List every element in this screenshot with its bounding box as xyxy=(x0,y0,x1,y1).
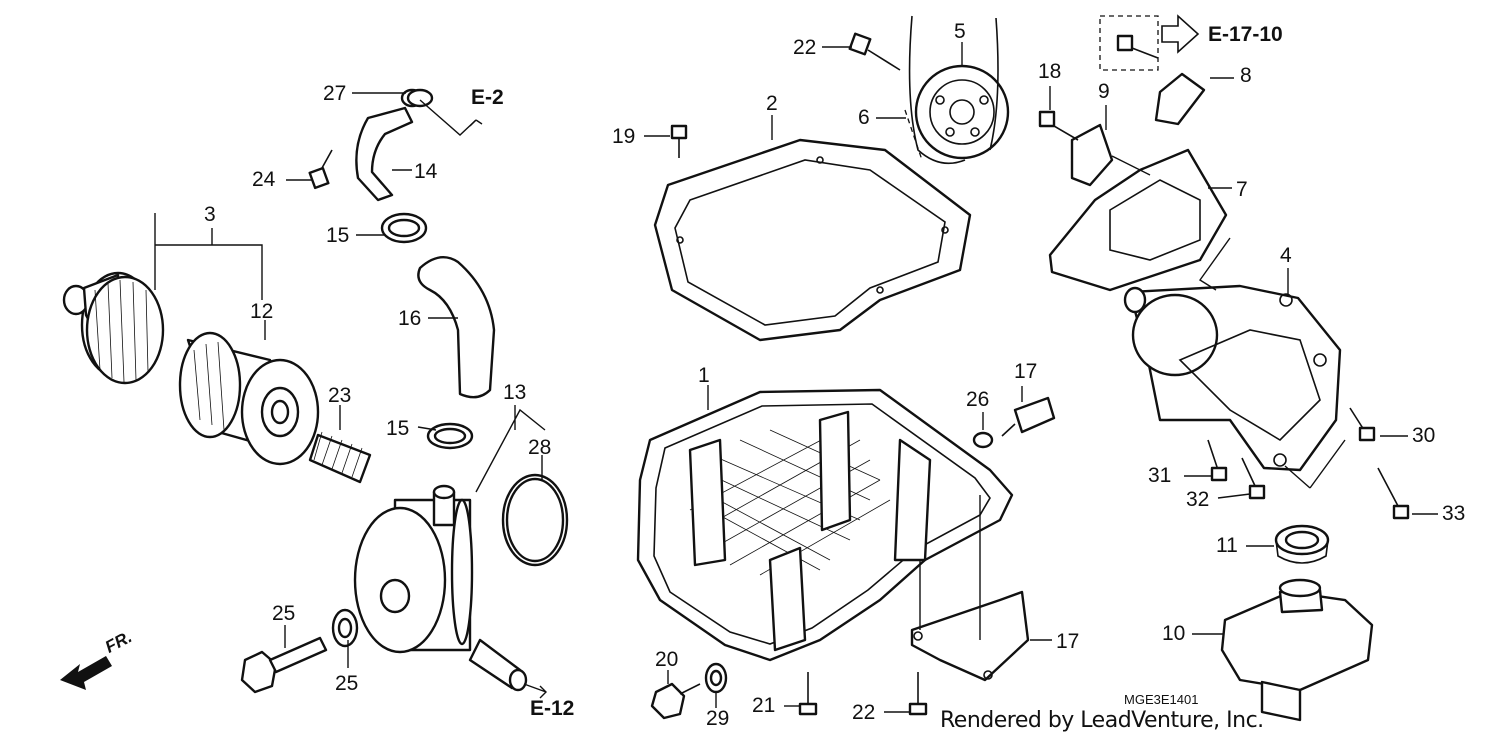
ref-e17-10: E-17-10 xyxy=(1208,23,1283,46)
oil-pan-part xyxy=(636,388,1014,662)
callout-31: 29 xyxy=(706,707,730,730)
callout-14: 14 xyxy=(414,160,438,183)
o-ring-29-part xyxy=(406,88,434,108)
bolt-26-part xyxy=(308,149,333,190)
oil-hose-part xyxy=(417,256,496,399)
guide-9-part xyxy=(1070,123,1114,187)
tensioner-8-part xyxy=(1154,72,1206,126)
callout-22-left: 21 xyxy=(752,694,776,717)
hose-clamp-lower xyxy=(426,422,474,450)
oil-pump-part xyxy=(1123,284,1342,472)
callout-23: 23 xyxy=(328,384,352,407)
oil-sensor-18-part xyxy=(1001,396,1056,437)
callout-16: 16 xyxy=(398,307,422,330)
bracket-17-part xyxy=(910,590,1030,682)
callout-30: 28 xyxy=(528,436,552,459)
callout-2: 2 xyxy=(766,92,778,115)
callout-28: 26 xyxy=(966,388,990,411)
callout-18: 17 xyxy=(1014,360,1038,383)
o-ring-30-part xyxy=(501,473,569,567)
bolt-32-c-part xyxy=(1349,407,1376,442)
hose-clamp-upper xyxy=(380,212,428,244)
drain-bolt-21-part xyxy=(650,682,701,720)
washer-28-part xyxy=(972,431,994,449)
callout-5: 5 xyxy=(954,20,966,43)
oil-filter-part xyxy=(178,331,320,466)
bolt-24-part xyxy=(848,32,901,71)
callout-12: 12 xyxy=(250,300,274,323)
callout-11: 11 xyxy=(1216,534,1238,557)
bolt-19-part xyxy=(1038,110,1079,141)
e12-arrow xyxy=(523,683,547,699)
ref-e12: E-12 xyxy=(530,697,575,720)
callout-32-left: 31 xyxy=(1148,464,1172,487)
seal-11-part xyxy=(1274,524,1330,564)
callout-3: 3 xyxy=(204,203,216,226)
bolt-22-right-part xyxy=(908,672,928,716)
bolt-22-left-part xyxy=(798,672,818,716)
callout-24: 22 xyxy=(793,36,817,59)
relief-spring-part xyxy=(308,431,372,484)
callout-17: 17 xyxy=(1056,630,1080,653)
callout-27: 25 xyxy=(335,672,359,695)
callout-8: 8 xyxy=(1240,64,1252,87)
bolt-32-a-part xyxy=(1207,439,1228,482)
callout-10: 10 xyxy=(1162,622,1186,645)
callout-25: 25 xyxy=(272,602,296,625)
pump-gasket-7-part xyxy=(1048,148,1228,292)
callout-7: 7 xyxy=(1236,178,1248,201)
callout-20: 19 xyxy=(612,125,636,148)
e17-reference-box xyxy=(1099,14,1200,71)
bolt-33-part xyxy=(1377,467,1410,520)
front-direction-arrow xyxy=(60,656,112,690)
callout-4: 4 xyxy=(1280,244,1292,267)
callout-26: 24 xyxy=(252,168,276,191)
callout-1: 1 xyxy=(698,364,710,387)
oil-pipe-part xyxy=(355,88,424,202)
callout-21: 20 xyxy=(655,648,679,671)
render-credit: Rendered by LeadVenture, Inc. xyxy=(940,708,1264,733)
sprocket-part xyxy=(914,64,1010,160)
cam-chain-part xyxy=(904,15,999,165)
washer-27-part xyxy=(331,608,359,648)
callout-32-mid: 32 xyxy=(1186,488,1210,511)
bolt-e17-part xyxy=(1116,34,1159,59)
filter-wrench-part xyxy=(62,271,165,385)
callout-9: 9 xyxy=(1098,80,1110,103)
oil-strainer-part xyxy=(1220,578,1374,722)
callout-33: 33 xyxy=(1442,502,1466,525)
center-bolt-25-part xyxy=(240,636,328,694)
diagram-code: MGE3E1401 xyxy=(1124,692,1199,707)
e2-arrow xyxy=(469,119,483,127)
callout-19: 18 xyxy=(1038,60,1062,83)
callout-15-upper: 15 xyxy=(326,224,350,247)
callout-29: 27 xyxy=(323,82,347,105)
bolt-20-part xyxy=(670,124,688,158)
oil-pan-gasket-part xyxy=(653,138,972,342)
callout-22-right: 22 xyxy=(852,701,876,724)
ref-e2: E-2 xyxy=(471,86,504,109)
oil-cooler-part xyxy=(353,484,528,692)
callout-13: 13 xyxy=(503,381,527,404)
bolt-32-b-part xyxy=(1241,457,1266,500)
callout-32-right: 30 xyxy=(1412,424,1436,447)
callout-15-lower: 15 xyxy=(386,417,410,440)
callout-6: 6 xyxy=(858,106,870,129)
washer-31-part xyxy=(704,662,728,694)
